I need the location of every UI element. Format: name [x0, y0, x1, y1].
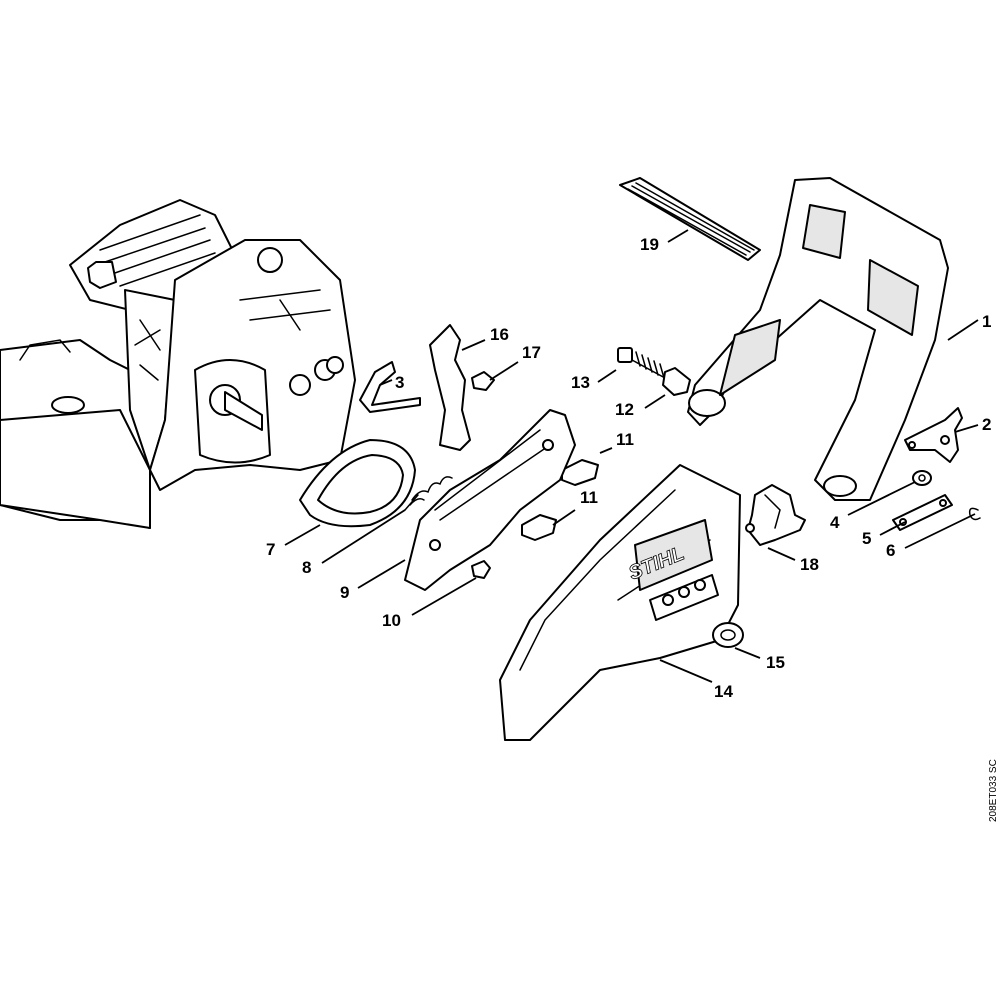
e-clip	[968, 507, 981, 521]
callout-1: 1	[982, 312, 991, 331]
callout-12: 12	[615, 400, 634, 419]
callout-7: 7	[266, 540, 275, 559]
callout-6: 6	[886, 541, 895, 560]
bracket	[904, 407, 963, 463]
brake-band	[299, 439, 416, 528]
callout-11-upper: 11	[616, 430, 634, 449]
callout-17: 17	[522, 343, 541, 362]
callout-numbers: 1 2 3 4 5 6 7 8 9 10 11 11 12 13 14 15 1…	[266, 235, 991, 701]
callout-8: 8	[302, 558, 311, 577]
callout-13: 13	[571, 373, 590, 392]
engine-housing	[0, 199, 356, 529]
callout-18: 18	[800, 555, 819, 574]
callout-2: 2	[982, 415, 991, 434]
callout-4: 4	[830, 513, 840, 532]
spring-screw	[617, 347, 666, 379]
callout-11-lower: 11	[580, 488, 598, 507]
callout-14: 14	[714, 682, 733, 701]
reference-code: 208ET033 SC	[988, 759, 999, 822]
callout-19: 19	[640, 235, 659, 254]
callout-5: 5	[862, 529, 871, 548]
link	[892, 494, 953, 531]
screw-17	[471, 371, 495, 391]
brake-lever	[745, 484, 806, 546]
sprocket-cover	[499, 464, 741, 741]
chain-guard-16	[429, 324, 471, 451]
chain-catcher-upper	[561, 459, 599, 486]
callout-3: 3	[395, 373, 404, 392]
collar-nut	[712, 622, 744, 648]
damping-pad	[619, 177, 761, 261]
washer	[912, 470, 932, 486]
hex-screw-10	[471, 560, 491, 579]
leader-lines	[284, 229, 979, 683]
callout-10: 10	[382, 611, 401, 630]
chain-catcher-lower	[521, 514, 557, 541]
tension-spring	[404, 476, 453, 511]
brake-band-cover	[404, 409, 576, 591]
callout-16: 16	[490, 325, 509, 344]
hand-guard	[687, 177, 949, 501]
callout-15: 15	[766, 653, 785, 672]
buffer	[662, 367, 691, 396]
lever-3	[359, 361, 421, 413]
callout-9: 9	[340, 583, 349, 602]
